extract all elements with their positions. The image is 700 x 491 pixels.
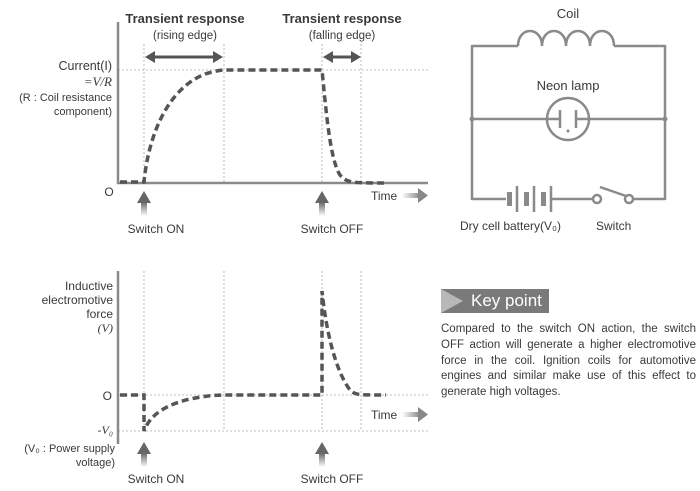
origin-label: O [104,185,113,199]
switch-off-arrow-icon [315,191,329,216]
v0-note-2: voltage) [76,457,115,469]
circuit-diagram: Coil Neon lamp [460,6,668,233]
rising-header-sub: (rising edge) [153,30,217,42]
top-time-arrow-icon [402,188,428,203]
bottom-time-label: Time [371,408,398,422]
rising-header-title: Transient response [125,11,244,26]
switch-label: Switch [596,219,631,233]
top-switch-on-label: Switch ON [128,222,185,236]
neg-v0-label: -V₀ [98,423,114,437]
falling-header-title: Transient response [282,11,401,26]
emf-label-2: electromotive [42,293,114,307]
key-point-text: Compared to the switch ON action, the sw… [441,323,696,399]
bottom-switch-off-label: Switch OFF [301,472,364,486]
play-triangle-icon [441,289,463,313]
emf-label-4: (V) [98,321,113,335]
current-chart: Transient response (rising edge) Transie… [19,11,428,236]
current-label-2: =V/R [84,74,112,89]
bottom-switch-on-arrow-icon [137,442,151,467]
current-curve [120,68,385,185]
emf-chart: Inductive electromotive force (V) O -V₀ … [24,271,428,486]
switch-icon [591,185,635,205]
emf-label-1: Inductive [65,279,113,293]
rising-span-arrow [145,51,223,63]
top-switch-off-label: Switch OFF [301,222,364,236]
coil-icon [516,29,616,47]
key-point-title: Key point [471,291,542,310]
bottom-switch-off-arrow-icon [315,442,329,467]
current-label-3: (R : Coil resistance [19,92,112,104]
falling-header-sub: (falling edge) [309,30,376,42]
key-point-banner: Key point [441,289,549,313]
bottom-time-arrow-icon [402,407,428,422]
current-label-4: component) [54,106,112,118]
current-label-1: Current(I) [59,59,112,73]
neon-lamp-label: Neon lamp [537,78,600,93]
v0-note-1: (V₀ : Power supply [24,443,115,455]
top-gridlines [118,44,428,183]
emf-curve [120,290,387,432]
top-time-label: Time [371,189,398,203]
emf-label-3: force [86,307,113,321]
switch-on-arrow-icon [137,191,151,216]
zero-label: O [103,389,112,403]
falling-span-arrow [323,51,361,63]
neon-lamp-icon [545,96,591,142]
coil-label: Coil [557,6,580,21]
battery-label: Dry cell battery(V₀) [460,219,561,233]
battery-icon [507,186,553,212]
bottom-switch-on-label: Switch ON [128,472,185,486]
